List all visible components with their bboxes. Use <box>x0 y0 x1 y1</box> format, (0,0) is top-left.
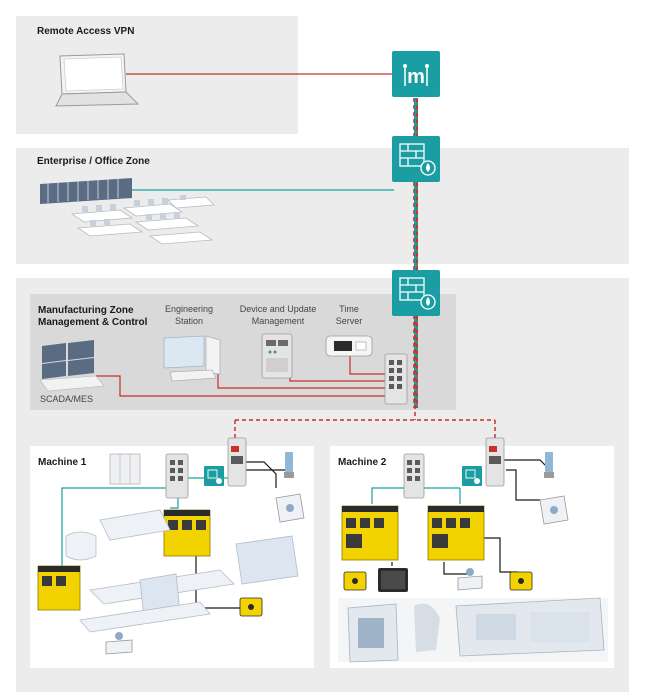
enterprise-title: Enterprise / Office Zone <box>37 156 150 167</box>
manufacturing-title-line2: Management & Control <box>38 317 148 328</box>
time-label-line1: Time <box>339 304 359 314</box>
sensor-icon <box>105 632 133 655</box>
production-line-icon <box>65 509 299 633</box>
firewall-icon <box>204 466 224 486</box>
hmi-panel-icon <box>275 493 305 523</box>
laptop-icon <box>55 53 140 107</box>
device-label-line2: Management <box>252 316 305 326</box>
signal-tower-icon <box>544 452 554 478</box>
firewall-icon <box>392 136 440 182</box>
monitor-wall-icon <box>39 340 105 392</box>
hmi-panel-icon <box>539 495 569 525</box>
firewall-icon <box>392 270 440 316</box>
signal-tower-icon <box>284 452 294 478</box>
safety-controller-icon <box>163 509 211 557</box>
safety-switch-icon <box>239 597 263 617</box>
network-switch-icon <box>403 453 425 499</box>
time-server-icon <box>325 335 373 357</box>
machine2-title: Machine 2 <box>338 457 387 468</box>
safety-switch-icon <box>343 571 367 591</box>
safety-controller-icon <box>341 505 399 561</box>
engineering-label-line2: Station <box>175 316 203 326</box>
machine1-title: Machine 1 <box>38 457 87 468</box>
device-label-line1: Device and Update <box>240 304 317 314</box>
workstation-icon <box>163 335 221 382</box>
gateway-device-icon <box>485 437 505 487</box>
scada-label: SCADA/MES <box>40 394 93 404</box>
gateway-device-icon <box>227 437 247 487</box>
time-label-line2: Server <box>336 316 363 326</box>
engineering-label-line1: Engineering <box>165 304 213 314</box>
remote-access-title: Remote Access VPN <box>37 26 134 37</box>
vpn-router-icon: m <box>392 51 440 97</box>
safety-switch-icon <box>509 571 533 591</box>
network-switch-icon <box>384 353 408 405</box>
svg-text:m: m <box>407 66 425 88</box>
cnc-machine-icon <box>338 597 608 663</box>
enterprise-zone <box>16 148 629 264</box>
safety-controller-icon <box>37 565 81 611</box>
gateway-device-icon <box>261 333 293 379</box>
sensor-icon <box>457 568 483 591</box>
server-rack-icon <box>40 178 132 204</box>
backbone-link <box>414 98 418 408</box>
network-switch-icon <box>165 453 189 499</box>
manufacturing-title-line1: Manufacturing Zone <box>38 305 134 316</box>
safety-controller-icon <box>427 505 485 561</box>
office-desks-icon <box>70 195 215 245</box>
hmi-screen-icon <box>378 568 408 592</box>
firewall-icon <box>462 466 482 486</box>
cabinet-icon <box>109 453 141 485</box>
